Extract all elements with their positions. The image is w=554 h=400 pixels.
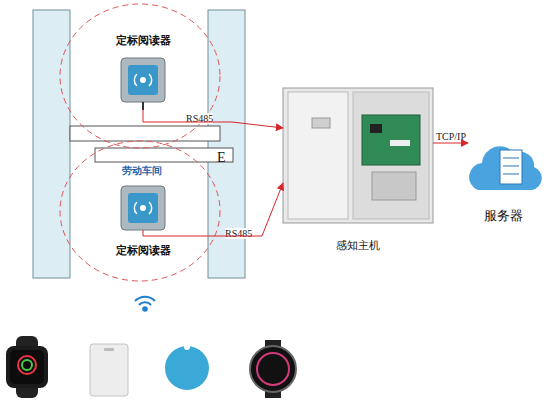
- signal-connector: [433, 143, 468, 144]
- text-label: 劳动车间: [122, 164, 162, 178]
- id-card: [90, 344, 128, 396]
- range-circle: [60, 4, 220, 148]
- reader-device: [121, 58, 165, 110]
- wall: [33, 10, 70, 278]
- host-cabinet: [283, 88, 433, 223]
- smartwatch: [6, 336, 48, 398]
- signal-connector: [186, 183, 283, 236]
- node-box: 定标阅读器: [100, 33, 186, 110]
- cloud-server: [469, 146, 542, 190]
- text-label: E: [217, 150, 226, 166]
- node-label: 感知主机: [273, 238, 443, 253]
- corridor-bar: [70, 126, 220, 141]
- signal-connector: [143, 110, 283, 128]
- wifi-symbol: [135, 297, 155, 311]
- node-box: 服务器: [468, 128, 538, 225]
- node-label: 服务器: [458, 207, 548, 225]
- edge-label: RS485: [186, 113, 213, 124]
- node-box: 定标阅读器: [100, 175, 186, 258]
- corridor-bar: [95, 148, 233, 162]
- edge-label: TCP/IP: [436, 131, 466, 142]
- edge-label: RS485: [225, 228, 252, 239]
- round-watch: [250, 340, 296, 398]
- node-label: 定标阅读器: [90, 243, 196, 258]
- tag-button: [165, 344, 209, 390]
- node-label: 定标阅读器: [90, 33, 196, 48]
- reader-device: [121, 186, 186, 236]
- range-circle: [60, 141, 220, 281]
- node-box: 感知主机: [283, 88, 433, 253]
